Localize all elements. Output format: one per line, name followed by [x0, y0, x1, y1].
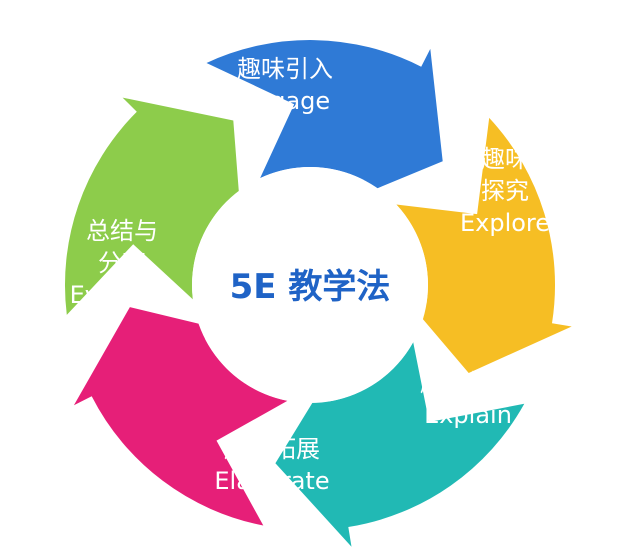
label-explore-line: 探究: [481, 177, 529, 205]
label-explain: 趣味解释 Explain: [420, 369, 516, 429]
label-evaluate-line: 总结与: [86, 217, 158, 245]
segment-elaborate: [73, 307, 288, 526]
center-title: 5E 教学法: [230, 267, 391, 307]
label-elaborate-line: Elaborate: [214, 467, 329, 495]
label-engage-line: Engage: [240, 87, 330, 115]
center-circle: [192, 167, 428, 403]
label-evaluate-line: Evaluate: [70, 281, 175, 309]
label-explore-line: Explore: [460, 209, 550, 237]
label-explore: 趣味探究 Explore: [460, 145, 550, 237]
cycle-segments: [64, 40, 572, 547]
segment-explain: [275, 342, 525, 547]
segment-evaluate: [64, 97, 241, 315]
label-evaluate: 总结与分享 Evaluate: [70, 217, 175, 309]
label-evaluate-line: 分享: [98, 249, 146, 277]
label-elaborate-line: 趣味拓展: [224, 435, 320, 463]
label-engage: 趣味引入 Engage: [237, 55, 333, 115]
label-explore-line: 趣味: [481, 145, 529, 173]
segment-explore: [396, 117, 572, 374]
label-explain-line: 趣味解释: [420, 369, 516, 397]
label-explain-line: Explain: [424, 401, 512, 429]
segment-engage: [206, 40, 443, 198]
label-engage-line: 趣味引入: [237, 55, 333, 83]
label-elaborate: 趣味拓展 Elaborate: [214, 435, 329, 495]
cycle-labels: 趣味引入 Engage 趣味探究 Explore 趣味解释 Explain 趣味拓展 Elab…: [70, 55, 550, 495]
